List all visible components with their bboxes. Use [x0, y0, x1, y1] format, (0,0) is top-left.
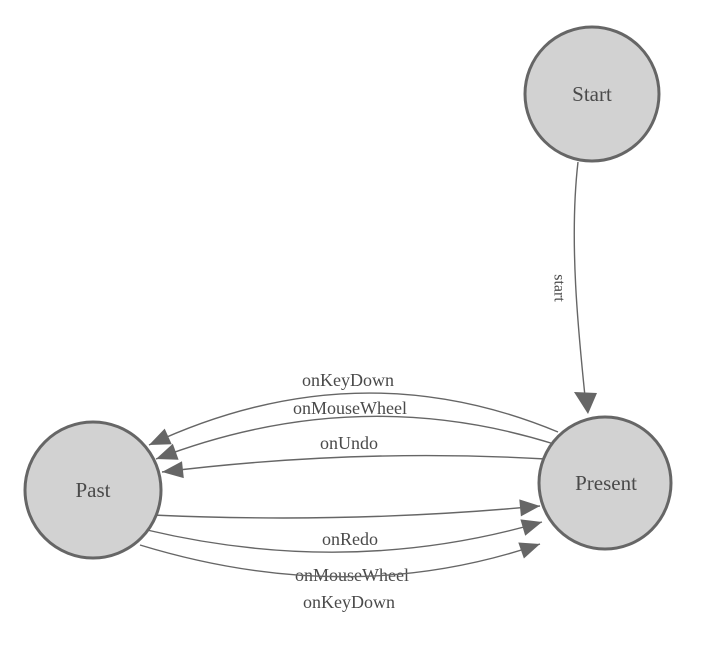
node-past-label: Past — [75, 478, 110, 502]
edge-present-past-onundo-path[interactable] — [161, 454, 547, 473]
edge-present-past-onundo[interactable]: onUndo — [161, 433, 547, 479]
arrowhead-past-present-1 — [519, 499, 540, 517]
node-present[interactable]: Present — [537, 415, 673, 551]
node-start-circle — [523, 25, 661, 163]
arrowhead-present-past-2 — [156, 443, 179, 460]
edge-present-past-onmousewheel[interactable]: onMouseWheel — [155, 398, 555, 460]
arrowhead-past-present-3 — [518, 542, 540, 559]
edge-past-present-onkeydown-path[interactable] — [139, 543, 541, 578]
edge-label-onundo: onUndo — [320, 433, 378, 453]
edge-present-past-onmousewheel-path[interactable] — [155, 415, 555, 460]
edge-label-onmousewheel-top: onMouseWheel — [293, 398, 407, 418]
edge-label-onmousewheel-bottom: onMouseWheel — [295, 565, 409, 585]
edge-past-present-onmousewheel-path[interactable] — [146, 521, 543, 553]
edge-label-onkeydown-bottom: onKeyDown — [303, 592, 395, 612]
arrowhead-present-past-3 — [162, 461, 184, 479]
edge-label-onredo: onRedo — [322, 529, 378, 549]
node-start-label: Start — [572, 82, 612, 106]
edge-start-present[interactable]: start — [550, 161, 597, 414]
edge-label-start: start — [550, 274, 567, 302]
arrowhead-past-present-2 — [520, 519, 542, 536]
edge-present-past-onkeydown[interactable]: onKeyDown — [148, 370, 559, 446]
edge-label-onkeydown-top: onKeyDown — [302, 370, 394, 390]
edge-past-present-onkeydown[interactable]: onKeyDown — [139, 542, 541, 613]
edge-past-present-onredo[interactable]: onRedo — [151, 499, 541, 549]
edge-past-present-onredo-path[interactable] — [151, 505, 541, 519]
node-past[interactable]: Past — [23, 420, 163, 560]
edge-present-past-onkeydown-path[interactable] — [148, 392, 559, 446]
node-start[interactable]: Start — [523, 25, 661, 163]
node-present-circle — [537, 415, 673, 551]
node-present-label: Present — [575, 471, 637, 495]
edge-past-present-onmousewheel[interactable]: onMouseWheel — [146, 519, 543, 585]
arrowhead-start-present — [574, 392, 597, 414]
edge-start-present-path[interactable] — [573, 161, 587, 407]
arrowhead-present-past-1 — [149, 428, 172, 445]
node-past-circle — [23, 420, 163, 560]
